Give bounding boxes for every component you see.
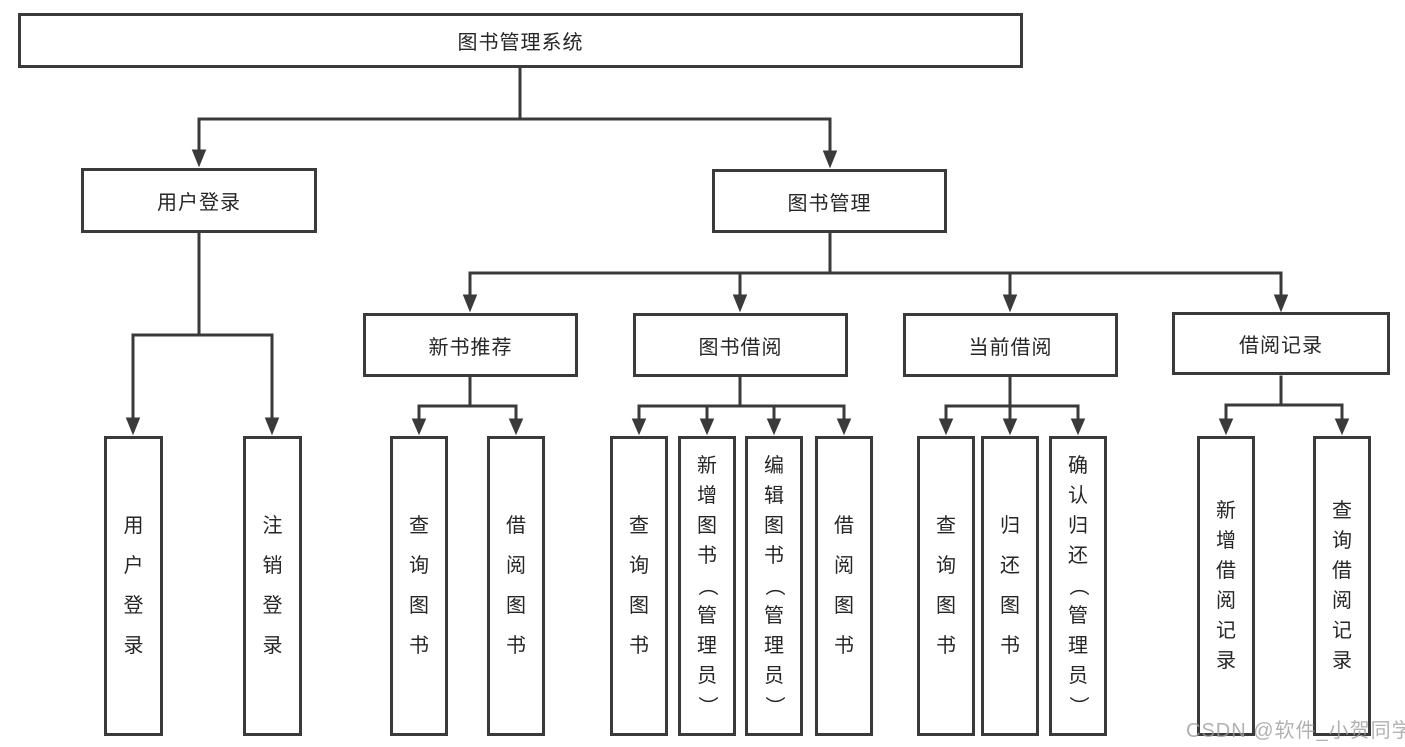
arrowhead <box>766 418 782 436</box>
leaf-current-query: 查询图书 <box>917 436 975 736</box>
node-root: 图书管理系统 <box>18 13 1023 68</box>
arrowhead <box>1002 418 1018 436</box>
connector-root <box>191 66 838 169</box>
csdn-watermark: CSDN @软件_小贺同学 <box>1186 720 1405 742</box>
leaf-current-return-label: 归还图书 <box>1000 515 1020 657</box>
arrowhead <box>1070 418 1086 436</box>
leaf-borrow-edit: 编辑图书（管理员） <box>745 436 803 736</box>
leaf-borrow-borrow-label: 借阅图书 <box>834 515 854 657</box>
node-book-mgmt-label: 图书管理 <box>787 192 872 215</box>
leaf-record-add-label: 新增借阅记录 <box>1216 500 1236 672</box>
node-book-borrow-label: 图书借阅 <box>698 336 783 359</box>
leaf-newbook-query-label: 查询图书 <box>409 515 429 657</box>
node-book-borrow: 图书借阅 <box>633 313 848 377</box>
leaf-user-login-label: 用户登录 <box>123 515 144 657</box>
node-user-login-label: 用户登录 <box>157 192 241 214</box>
arrowhead <box>1273 294 1289 313</box>
arrowhead <box>411 418 427 436</box>
leaf-newbook-query: 查询图书 <box>390 436 448 736</box>
leaf-borrow-borrow: 借阅图书 <box>815 436 873 736</box>
arrowhead <box>462 294 478 313</box>
leaf-current-confirm: 确认归还（管理员） <box>1049 436 1107 736</box>
connector-book-borrow <box>631 375 852 436</box>
leaf-borrow-edit-label: 编辑图书（管理员） <box>763 455 785 716</box>
connector-book-mgmt <box>462 231 1289 313</box>
arrowhead <box>191 149 207 168</box>
leaf-logout-label: 注销登录 <box>262 515 283 657</box>
leaf-borrow-query: 查询图书 <box>610 436 668 736</box>
leaf-current-confirm-label: 确认归还（管理员） <box>1067 455 1089 716</box>
leaf-record-add: 新增借阅记录 <box>1197 436 1255 736</box>
arrowhead <box>125 417 141 436</box>
connector-current-borrow <box>938 375 1086 436</box>
leaf-logout: 注销登录 <box>243 436 302 736</box>
arrowhead <box>938 418 954 436</box>
leaf-newbook-borrow: 借阅图书 <box>487 436 545 736</box>
leaf-user-login: 用户登录 <box>104 436 163 736</box>
leaf-current-query-label: 查询图书 <box>936 515 956 657</box>
arrowhead <box>836 418 852 436</box>
arrowhead <box>264 417 280 436</box>
leaf-newbook-borrow-label: 借阅图书 <box>506 515 526 657</box>
leaf-borrow-query-label: 查询图书 <box>629 515 649 657</box>
node-borrow-record-label: 借阅记录 <box>1239 335 1323 357</box>
arrowhead <box>732 294 748 313</box>
arrowhead <box>699 418 715 436</box>
leaf-record-query-label: 查询借阅记录 <box>1332 500 1352 672</box>
connector-new-book-rec <box>411 375 524 436</box>
leaf-borrow-add-label: 新增图书（管理员） <box>696 455 718 716</box>
leaf-current-return: 归还图书 <box>981 436 1039 736</box>
node-new-book-rec-label: 新书推荐 <box>428 336 513 359</box>
leaf-record-query: 查询借阅记录 <box>1313 436 1371 736</box>
node-user-login: 用户登录 <box>81 168 317 233</box>
node-book-mgmt: 图书管理 <box>712 169 947 233</box>
arrowhead <box>508 418 524 436</box>
node-new-book-rec: 新书推荐 <box>363 313 578 377</box>
node-borrow-record: 借阅记录 <box>1172 312 1390 375</box>
node-root-label: 图书管理系统 <box>457 32 584 54</box>
arrowhead <box>822 150 838 169</box>
node-current-borrow: 当前借阅 <box>903 313 1118 377</box>
arrowhead <box>1002 294 1018 313</box>
arrowhead <box>631 418 647 436</box>
connector-borrow-record <box>1218 375 1350 436</box>
node-current-borrow-label: 当前借阅 <box>968 336 1053 359</box>
arrowhead <box>1218 418 1234 436</box>
connector-user-login <box>125 231 280 436</box>
arrowhead <box>1334 418 1350 436</box>
leaf-borrow-add: 新增图书（管理员） <box>678 436 736 736</box>
